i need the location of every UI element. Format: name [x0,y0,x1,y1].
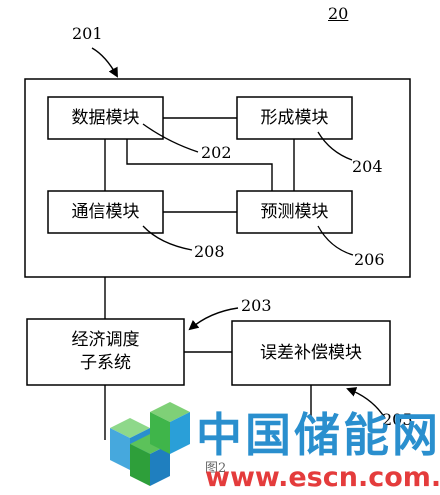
data-prediction-link [126,139,273,191]
forming-module-label: 形成模块 [260,107,329,128]
leader-201 [91,47,118,78]
leader-206 [317,225,354,256]
data-module-label: 数据模块 [71,107,140,128]
watermark-logo [110,402,190,486]
prediction-module-label: 预测模块 [260,201,329,222]
watermark-title: 中国储能网 [196,408,440,462]
label-203: 203 [241,296,272,315]
watermark-url-text: www.escn.com.cn [205,462,440,493]
dispatch-box [26,318,185,386]
figure-ref: 20 [328,4,349,23]
leader-202 [142,123,199,153]
compensation-label: 误差补偿模块 [260,342,362,363]
compensation-box [231,320,391,386]
leader-203 [188,307,239,331]
label-204: 204 [352,157,383,176]
label-206: 206 [354,250,385,269]
label-202: 202 [201,143,232,162]
watermark-url: www.escn.com.cn [205,464,440,491]
system-frame [24,78,411,278]
leader-208 [142,225,193,251]
dispatch-label-line2: 子系统 [80,353,131,373]
leader-205 [346,387,386,419]
label-205: 205 [382,410,413,429]
comm-module-label: 通信模块 [71,201,140,222]
dispatch-label-line1: 经济调度 [71,330,140,351]
label-201: 201 [72,24,103,43]
label-208: 208 [194,242,225,261]
leader-204 [317,131,353,161]
dispatch-label: 经济调度 子系统 [27,319,184,385]
bottom-caption: 图2 [205,461,227,476]
